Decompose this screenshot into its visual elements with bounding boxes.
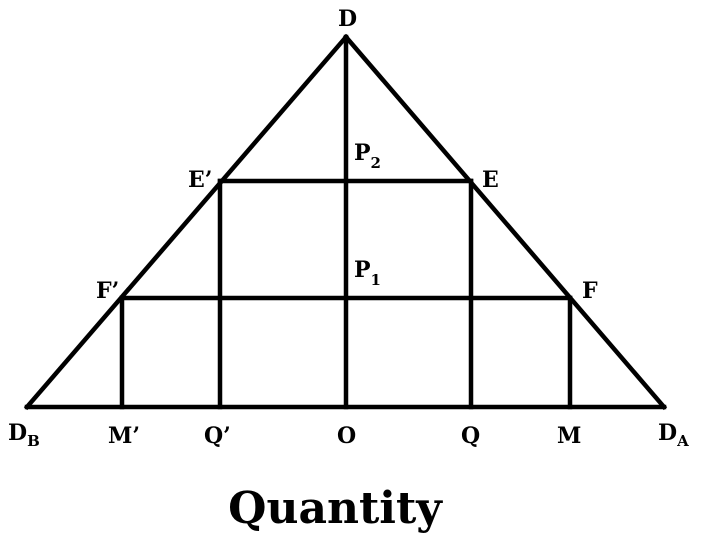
label-p2-main: P bbox=[354, 140, 371, 166]
label-d-b-sub: B bbox=[27, 432, 40, 450]
line-left-side bbox=[23, 33, 350, 411]
label-d-a-sub: A bbox=[676, 432, 689, 450]
label-q-prime: Q’ bbox=[204, 423, 231, 449]
label-p2: P2 bbox=[354, 140, 381, 172]
label-f-prime: F’ bbox=[96, 278, 119, 304]
label-apex-d: D bbox=[338, 6, 357, 32]
label-m: M bbox=[557, 423, 581, 449]
label-d-a: DA bbox=[658, 420, 689, 450]
label-m-prime: M’ bbox=[108, 423, 140, 449]
line-right-side bbox=[342, 33, 668, 411]
label-p2-sub: 2 bbox=[371, 154, 381, 172]
label-f: F bbox=[582, 278, 598, 304]
axis-caption-quantity: Quantity bbox=[228, 483, 443, 533]
label-d-b-main: D bbox=[8, 420, 27, 446]
label-origin-o: O bbox=[337, 423, 356, 449]
label-q: Q bbox=[461, 423, 480, 449]
label-d-a-main: D bbox=[658, 420, 677, 446]
label-p1-sub: 1 bbox=[371, 271, 381, 289]
label-d-b: DB bbox=[8, 420, 40, 450]
label-e: E bbox=[482, 167, 499, 193]
label-e-prime: E’ bbox=[188, 167, 212, 193]
label-p1: P1 bbox=[354, 257, 381, 289]
label-p1-main: P bbox=[354, 257, 371, 283]
